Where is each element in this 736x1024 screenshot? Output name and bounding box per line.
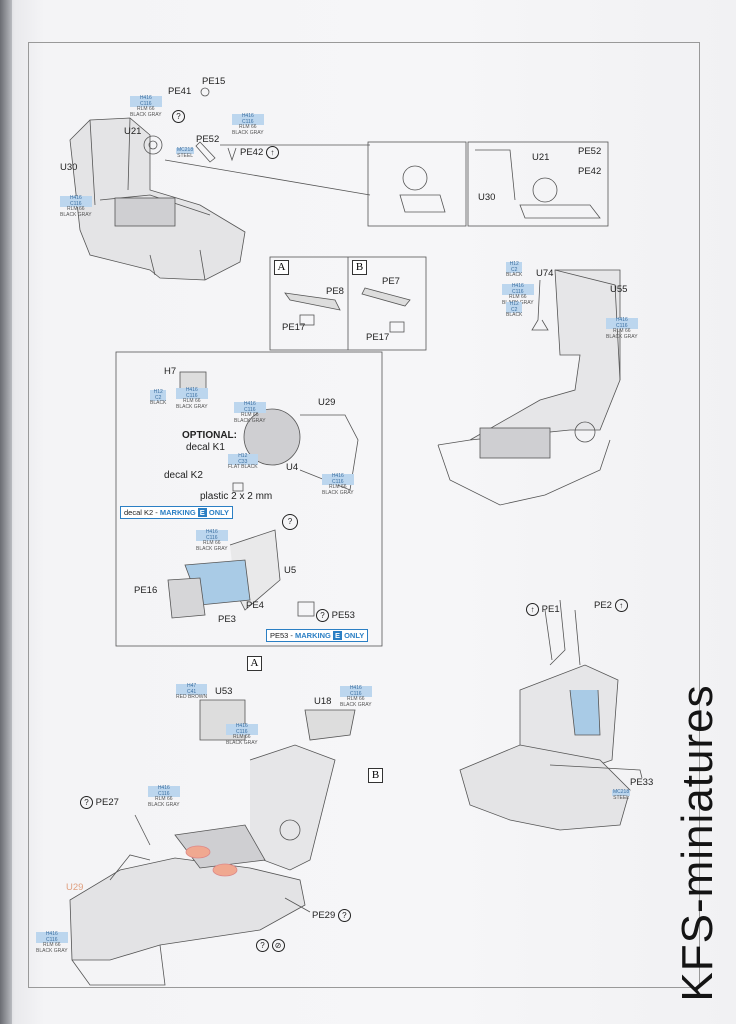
label-u5: U5 xyxy=(284,565,297,576)
label-pe17-a: PE17 xyxy=(282,322,306,333)
note-decal-k2-marking: decal K2 - MARKING E ONLY xyxy=(120,506,234,519)
step-box-b: B xyxy=(368,768,383,783)
variant-box-a: A xyxy=(274,260,289,275)
label-pe33: PE33 xyxy=(630,777,654,788)
label-u18: U18 xyxy=(314,696,332,707)
label-decal-k1: decal K1 xyxy=(186,442,225,453)
arrow-up-icon: ↑ xyxy=(265,146,279,159)
inset-label-u21: U21 xyxy=(532,152,550,163)
label-h7: H7 xyxy=(164,366,177,377)
label-pe53: ? PE53 xyxy=(316,609,355,622)
inset-label-pe52: PE52 xyxy=(578,146,602,157)
label-pe2: PE2 ↑ xyxy=(594,599,628,612)
label-u53: U53 xyxy=(215,686,233,697)
note-pe53-marking: PE53 - MARKING E ONLY xyxy=(266,629,369,642)
label-pe7: PE7 xyxy=(382,276,400,287)
label-u30: U30 xyxy=(60,162,78,173)
inset-label-u30: U30 xyxy=(478,192,496,203)
label-pe52: PE52 xyxy=(196,134,220,145)
page-frame xyxy=(28,42,700,988)
label-pe8: PE8 xyxy=(326,286,344,297)
label-pe4: PE4 xyxy=(246,600,264,611)
label-pe1: ↑ PE1 xyxy=(526,603,560,616)
label-pe42: PE42 ↑ xyxy=(240,146,279,159)
no-icon: ⊘ xyxy=(271,939,285,952)
label-pe29: PE29 ? xyxy=(312,909,351,922)
label-pe3: PE3 xyxy=(218,614,236,625)
page-gutter xyxy=(0,0,12,1024)
label-u74: U74 xyxy=(536,268,554,279)
label-pe16: PE16 xyxy=(134,585,158,596)
label-pe41: PE41 xyxy=(168,86,192,97)
label-u21: U21 xyxy=(124,126,142,137)
label-pe17-b: PE17 xyxy=(366,332,390,343)
question-no-icons: ? ⊘ xyxy=(256,939,285,952)
label-optional: OPTIONAL: xyxy=(182,430,237,441)
label-u29: U29 xyxy=(318,397,336,408)
label-pe27: ? PE27 xyxy=(80,796,119,809)
step-box-a: A xyxy=(247,656,262,671)
watermark-text: KFS-miniatures xyxy=(673,684,722,1002)
question-icon: ? xyxy=(172,110,185,123)
question-icon-2: ? xyxy=(282,514,298,530)
variant-box-b: B xyxy=(352,260,367,275)
inset-label-pe42: PE42 xyxy=(578,166,602,177)
label-u55: U55 xyxy=(610,284,628,295)
label-plastic: plastic 2 x 2 mm xyxy=(200,491,273,502)
label-u4: U4 xyxy=(286,462,299,473)
label-u29-b: U29 xyxy=(66,882,84,893)
label-decal-k2: decal K2 xyxy=(164,470,203,481)
label-pe15: PE15 xyxy=(202,76,226,87)
